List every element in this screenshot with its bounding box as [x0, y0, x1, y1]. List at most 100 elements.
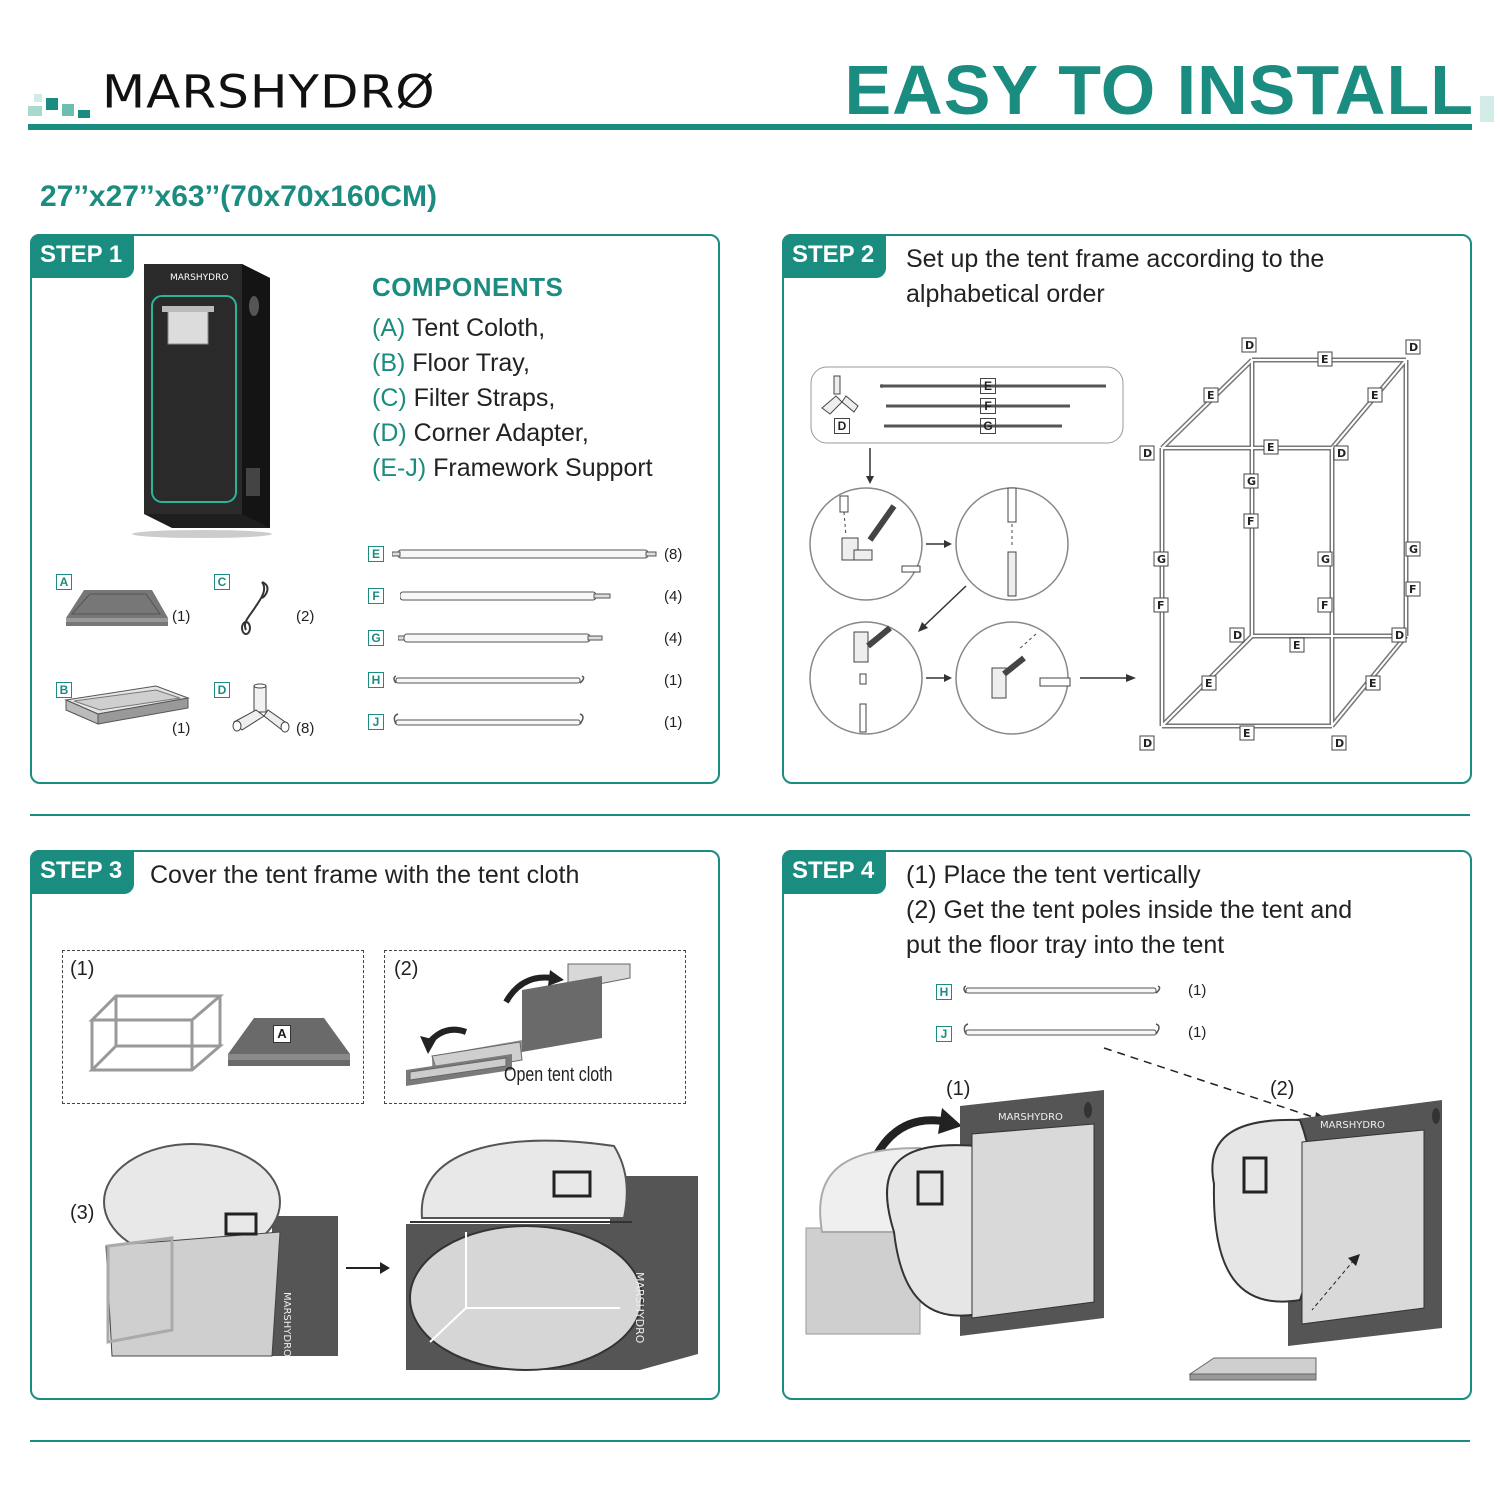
- svg-text:F: F: [1247, 515, 1255, 528]
- svg-text:D: D: [1143, 447, 1152, 460]
- svg-text:D: D: [1245, 339, 1254, 352]
- component-key: (E-J): [372, 454, 427, 482]
- pole-h-qty: (1): [664, 672, 683, 689]
- svg-text:F: F: [1321, 599, 1329, 612]
- tent-cloth-folded-icon: [66, 590, 168, 626]
- svg-text:D: D: [1409, 341, 1418, 354]
- component-key: (D): [372, 419, 407, 447]
- pole-g-qty: (4): [664, 630, 683, 647]
- folded-cloth-a-icon: [228, 1018, 350, 1066]
- step4-pole-j-qty: (1): [1188, 1024, 1207, 1041]
- tent-frame-diagram: D D E E E D E D G F G G G F F F D E D E …: [1139, 337, 1421, 751]
- grow-tent-illustration: MARSHYDRO: [132, 264, 272, 538]
- svg-text:MARSHYDRO: MARSHYDRO: [998, 1112, 1063, 1123]
- part-d-label: D: [214, 682, 230, 698]
- step3-tab: STEP 3: [30, 850, 135, 894]
- legend-g-label: G: [980, 418, 996, 434]
- step1-tab: STEP 1: [30, 234, 135, 278]
- pixel-decoration-icon: [28, 94, 90, 118]
- svg-text:E: E: [1243, 727, 1251, 740]
- brand-logo: MARSHYDRØ: [102, 66, 436, 118]
- step2-tab: STEP 2: [782, 234, 887, 278]
- svg-text:E: E: [1293, 639, 1301, 652]
- svg-text:G: G: [1321, 553, 1330, 566]
- section-divider: [30, 814, 1470, 816]
- pole-f-icon: [400, 591, 611, 601]
- step2-line2: alphabetical order: [906, 280, 1105, 308]
- substep-3-label: (3): [70, 1202, 95, 1224]
- pole-j-qty: (1): [664, 714, 683, 731]
- open-tent-cloth-caption: Open tent cloth: [504, 1064, 613, 1086]
- step4-pole-h-label: H: [936, 984, 952, 1000]
- pole-j-label: J: [368, 714, 384, 730]
- part-d-qty: (8): [296, 720, 315, 737]
- components-title: COMPONENTS: [372, 272, 564, 302]
- step3-instruction: Cover the tent frame with the tent cloth: [150, 861, 580, 889]
- component-c: (C) Filter Straps,: [372, 381, 653, 416]
- svg-text:D: D: [1395, 629, 1404, 642]
- pole-e-icon: [392, 549, 657, 559]
- component-text: Framework Support: [426, 454, 653, 482]
- svg-text:MARSHYDRO: MARSHYDRO: [281, 1292, 292, 1357]
- substep-2-label: (2): [394, 958, 419, 980]
- step4-line3: put the floor tray into the tent: [906, 931, 1225, 959]
- component-text: Floor Tray,: [405, 349, 530, 377]
- svg-text:G: G: [1157, 553, 1166, 566]
- substep-2-box: [384, 950, 686, 1104]
- svg-text:MARSHYDRO: MARSHYDRO: [633, 1272, 646, 1344]
- pole-f-qty: (4): [664, 588, 683, 605]
- part-a-qty: (1): [172, 608, 191, 625]
- parts-legend-diagram: [810, 366, 1124, 444]
- footer-divider: [30, 1440, 1470, 1442]
- svg-text:G: G: [1247, 475, 1256, 488]
- pixel-decoration-right-icon: [1480, 96, 1494, 122]
- svg-text:D: D: [1337, 447, 1346, 460]
- step1-panel: STEP 1 MARSHYDRO COMPONENTS (A) Tent Col…: [30, 234, 720, 784]
- svg-text:MARSHYDRO: MARSHYDRO: [170, 273, 228, 283]
- step2-line1: Set up the tent frame according to the: [906, 245, 1325, 273]
- step4-sub1-label: (1): [946, 1078, 971, 1100]
- step2-panel: STEP 2 Set up the tent frame according t…: [782, 234, 1472, 784]
- part-c-label: C: [214, 574, 230, 590]
- pole-g-label: G: [368, 630, 384, 646]
- brand-logo-text: MARSHYDRØ: [102, 66, 436, 119]
- assembly-steps-diagram: [809, 448, 1136, 735]
- component-text: Tent Coloth,: [405, 314, 546, 342]
- component-key: (B): [372, 349, 406, 377]
- header-rule: [28, 124, 1472, 130]
- filter-strap-icon: [241, 581, 269, 635]
- component-e-j: (E-J) Framework Support: [372, 451, 653, 486]
- part-a-label: A: [56, 574, 72, 590]
- bare-frame-icon: [88, 994, 225, 1072]
- component-text: Corner Adapter,: [406, 419, 589, 447]
- part-b-label: B: [56, 682, 72, 698]
- pole-f-label: F: [368, 588, 384, 604]
- step4-pole-h-icon: [963, 985, 1161, 994]
- svg-text:E: E: [1207, 389, 1215, 402]
- svg-text:MARSHYDRO: MARSHYDRO: [1320, 1120, 1385, 1131]
- svg-text:E: E: [1267, 441, 1275, 454]
- component-d: (D) Corner Adapter,: [372, 416, 653, 451]
- component-a: (A) Tent Coloth,: [372, 311, 653, 346]
- arrow-right-icon: [346, 1262, 390, 1274]
- step4-line2: (2) Get the tent poles inside the tent a…: [906, 896, 1353, 924]
- svg-text:D: D: [1335, 737, 1344, 750]
- step4-pole-j-label: J: [936, 1026, 952, 1042]
- legend-d-label: D: [834, 418, 850, 434]
- corner-adapter-icon: [232, 683, 290, 733]
- floor-tray-insert-illustration: MARSHYDRO: [1188, 1100, 1442, 1381]
- step3-panel: STEP 3 Cover the tent frame with the ten…: [30, 850, 720, 1400]
- pole-e-label: E: [368, 546, 384, 562]
- step4-pole-j-icon: [963, 1023, 1160, 1036]
- component-key: (C): [372, 384, 407, 412]
- step4-sub2-label: (2): [1270, 1078, 1295, 1100]
- step4-panel: STEP 4 (1) Place the tent vertically (2)…: [782, 850, 1472, 1400]
- component-text: Filter Straps,: [406, 384, 556, 412]
- part-c-qty: (2): [296, 608, 315, 625]
- part-b-qty: (1): [172, 720, 191, 737]
- svg-text:D: D: [1143, 737, 1152, 750]
- svg-text:G: G: [1409, 543, 1418, 556]
- substep-1-label: (1): [70, 958, 95, 980]
- svg-text:E: E: [1321, 353, 1329, 366]
- legend-e-label: E: [980, 378, 996, 394]
